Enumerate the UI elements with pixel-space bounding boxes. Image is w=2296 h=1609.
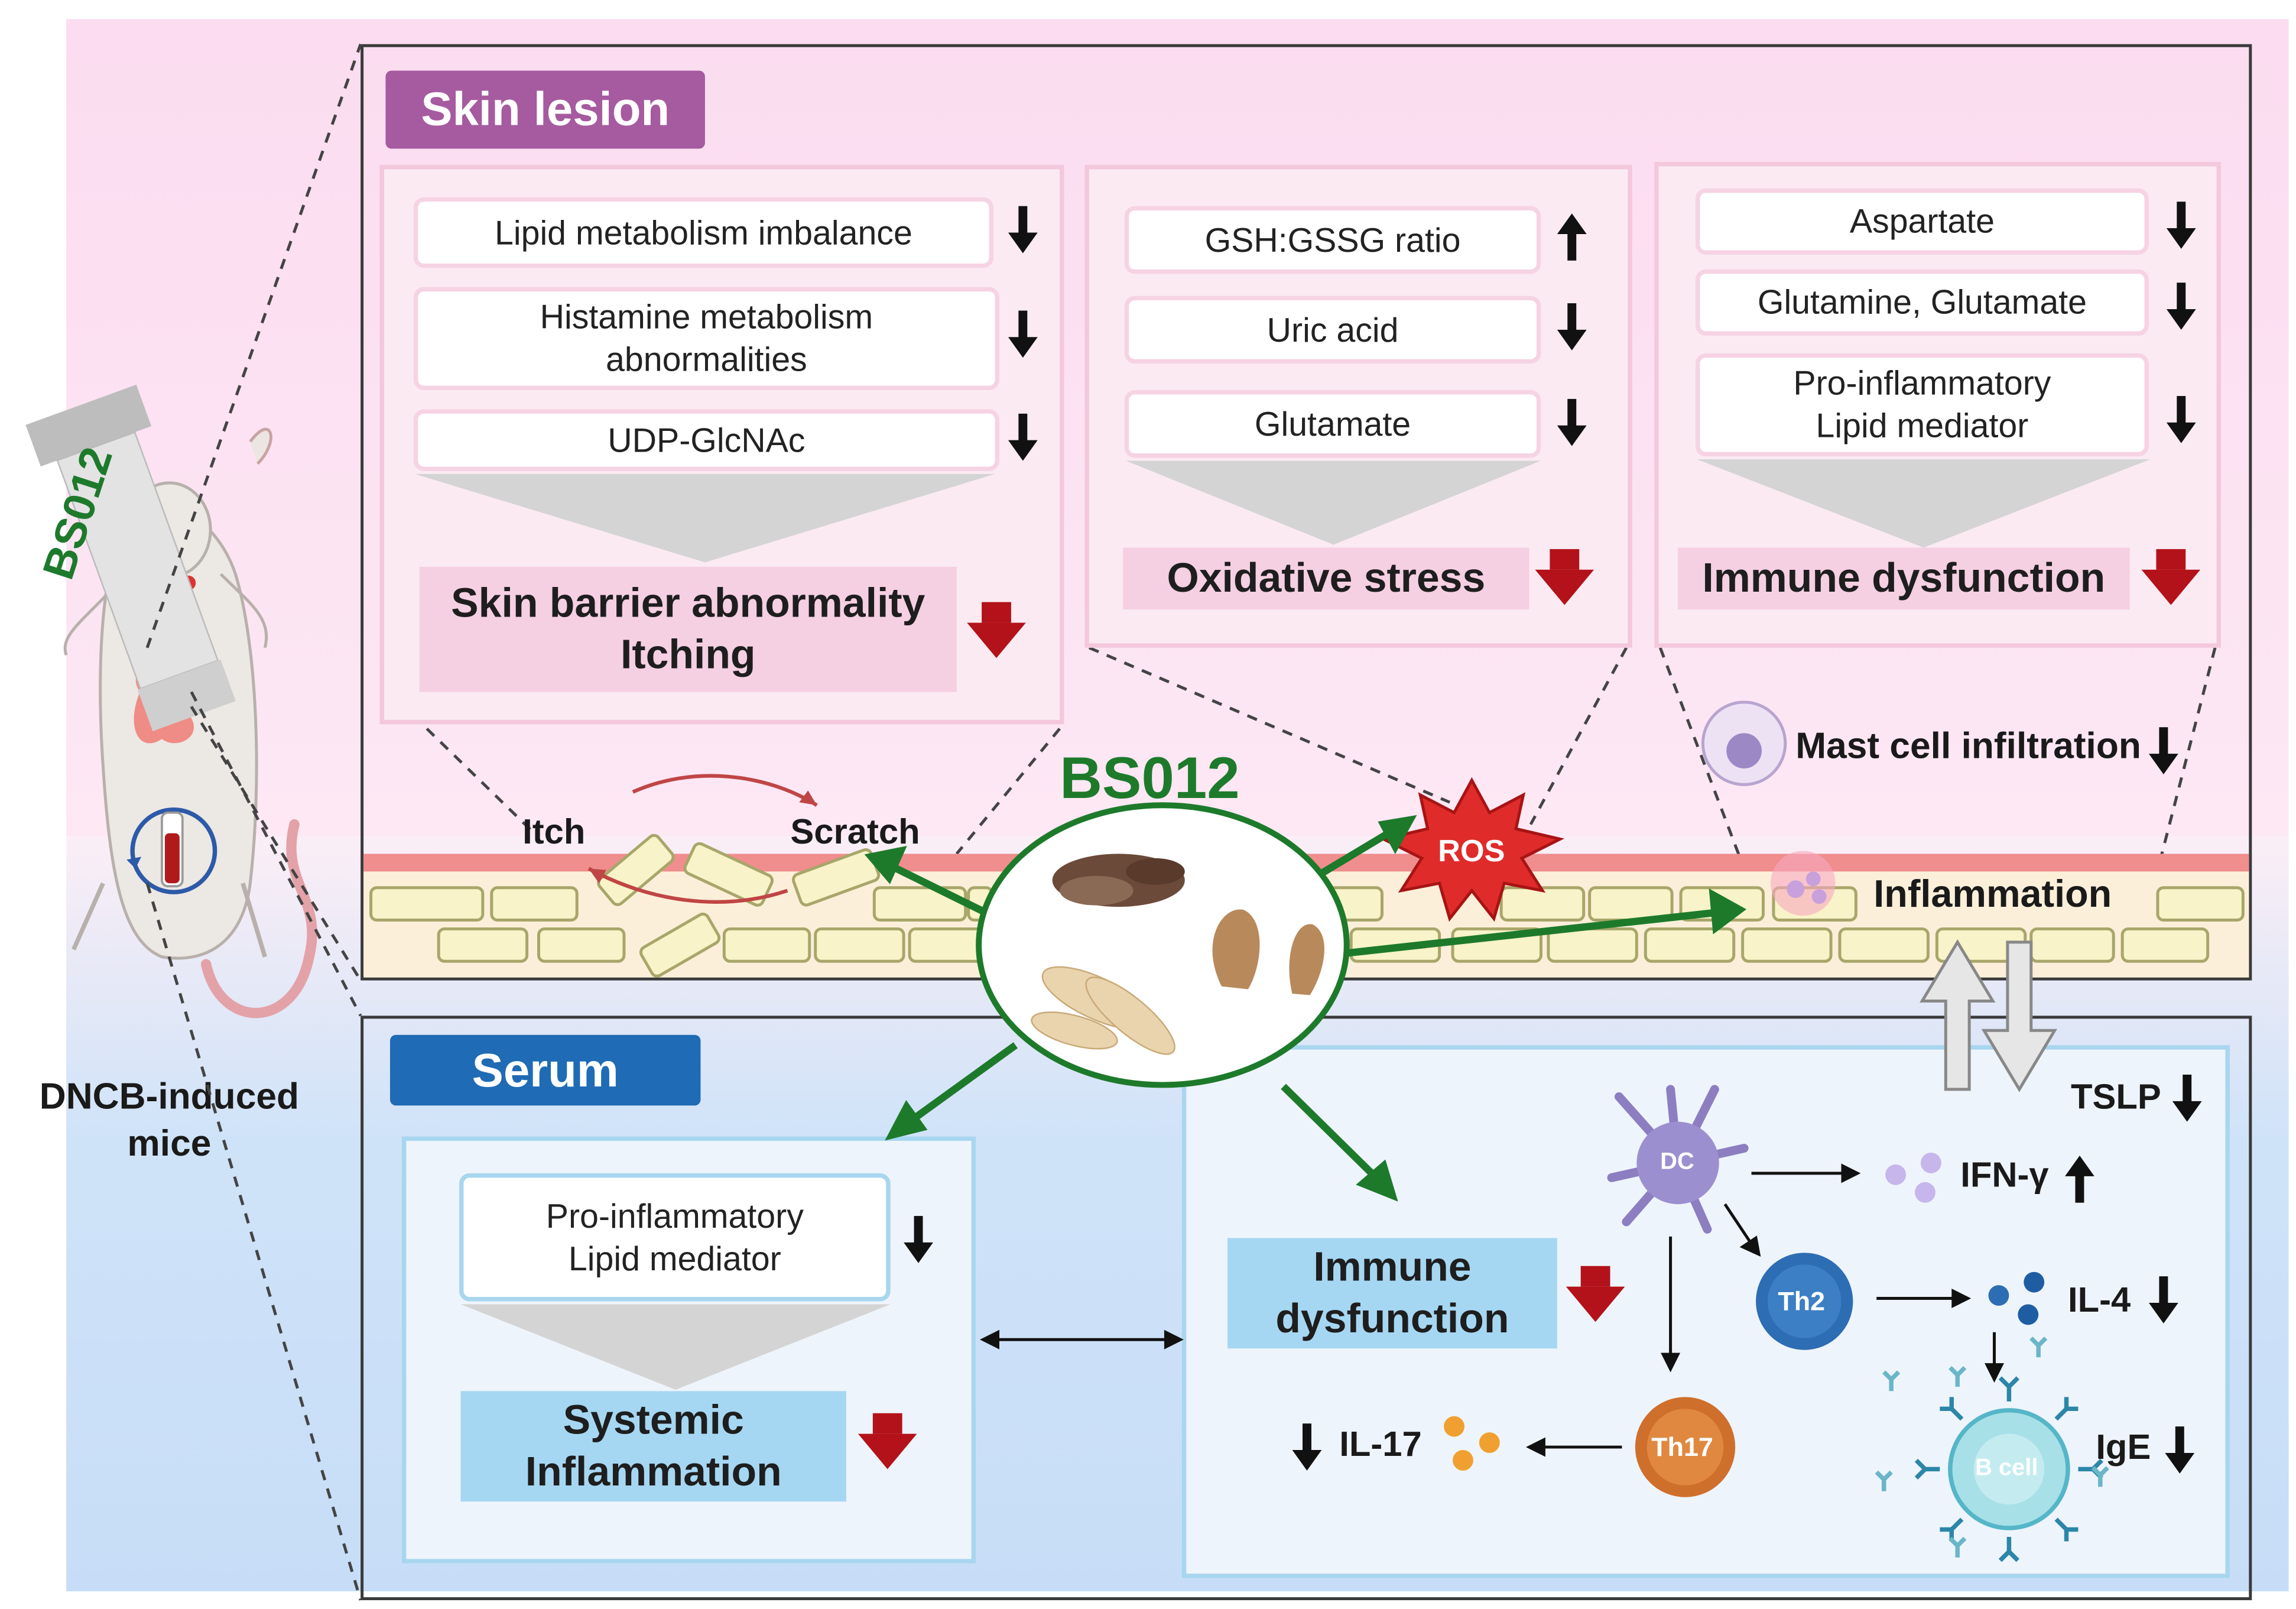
immune-dysfunction-result-serum: Immune dysfunction <box>1227 1238 1557 1349</box>
inflammation-label: Inflammation <box>1873 871 2112 916</box>
gsh-gssg-item: GSH:GSSG ratio <box>1124 206 1541 274</box>
ifng-label: IFN-γ <box>1960 1155 2049 1196</box>
ige-label: IgE <box>2096 1428 2151 1468</box>
bs012-center-label: BS012 <box>1060 746 1240 812</box>
immune-dysfunction-result-skin: Immune dysfunction <box>1678 547 2130 610</box>
funnel-triangle-4 <box>460 1304 891 1390</box>
skin-barrier-result: Skin barrier abnormality Itching <box>419 566 957 692</box>
lipid-mediator-item-serum: Pro-inflammatory Lipid mediator <box>459 1173 891 1302</box>
uric-acid-item: Uric acid <box>1124 296 1541 364</box>
th2-label: Th2 <box>1778 1286 1826 1316</box>
itch-label: Itch <box>522 812 586 852</box>
systemic-inflammation-result: Systemic Inflammation <box>460 1391 846 1502</box>
il4-label: IL-4 <box>2068 1280 2131 1321</box>
th17-label: Th17 <box>1651 1432 1713 1462</box>
udp-glcnac-item: UDP-GlcNAc <box>413 409 999 471</box>
mast-cell-label: Mast cell infiltration <box>1795 725 2141 767</box>
funnel-triangle-1 <box>415 473 995 563</box>
oxidative-stress-result: Oxidative stress <box>1123 547 1529 610</box>
serum-title: Serum <box>389 1034 701 1106</box>
scratch-label: Scratch <box>790 812 920 852</box>
ros-label: ROS <box>1438 835 1505 869</box>
lipid-metabolism-item: Lipid metabolism imbalance <box>413 197 994 268</box>
glutamine-glutamate-item: Glutamine, Glutamate <box>1695 269 2149 336</box>
skin-lesion-title: Skin lesion <box>385 70 705 149</box>
lipid-mediator-item-skin: Pro-inflammatory Lipid mediator <box>1695 353 2149 457</box>
tslp-label: TSLP <box>2070 1077 2161 1118</box>
funnel-triangle-2 <box>1126 460 1541 545</box>
il17-label: IL-17 <box>1339 1425 1422 1465</box>
aspartate-item: Aspartate <box>1695 188 2149 255</box>
glutamate-item: Glutamate <box>1124 390 1541 458</box>
dc-label: DC <box>1660 1150 1694 1175</box>
funnel-triangle-3 <box>1697 459 2151 548</box>
histamine-metabolism-item: Histamine metabolism abnormalities <box>413 287 999 390</box>
mouse-caption: DNCB-induced mice <box>39 1076 300 1164</box>
bcell-label: B cell <box>1975 1456 2038 1481</box>
